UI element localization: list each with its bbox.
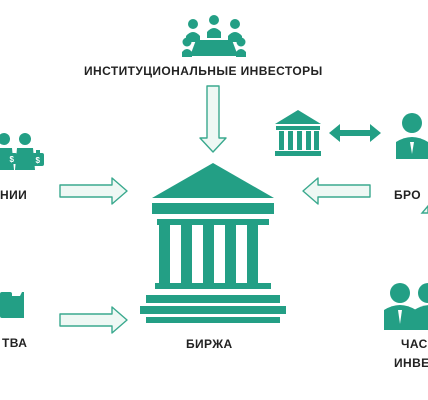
svg-text:$: $ bbox=[36, 156, 41, 165]
brokers-label: БРО bbox=[394, 188, 422, 202]
exchange-label: БИРЖА bbox=[186, 337, 233, 351]
tie-shape bbox=[410, 142, 414, 154]
hand-icon bbox=[0, 292, 24, 318]
exchange-building-icon bbox=[140, 163, 286, 323]
tie-shapes bbox=[398, 310, 402, 324]
state-label: ТВА bbox=[2, 336, 28, 350]
arrow-left-brokers bbox=[302, 177, 371, 205]
meeting-group-icon bbox=[182, 15, 246, 57]
bank-building-icon bbox=[275, 110, 321, 156]
private-investors-label-line2: ИНВЕ bbox=[394, 356, 428, 370]
arrow-down bbox=[199, 85, 227, 153]
companies-label: НИИ bbox=[0, 188, 28, 202]
dollar-signs: $ $ bbox=[10, 155, 41, 165]
svg-text:$: $ bbox=[10, 155, 15, 164]
businessmen-money-bags-icon bbox=[0, 133, 44, 170]
arrow-right-state bbox=[59, 306, 128, 334]
people-group-icon bbox=[384, 283, 428, 330]
arrow-up-private bbox=[420, 204, 428, 214]
private-investors-label-line1: ЧАС bbox=[401, 337, 428, 351]
institutional-investors-label: ИНСТИТУЦИОНАЛЬНЫЕ ИНВЕСТОРЫ bbox=[84, 64, 323, 78]
double-arrow-icon bbox=[329, 124, 381, 142]
arrow-right-companies bbox=[59, 177, 128, 205]
